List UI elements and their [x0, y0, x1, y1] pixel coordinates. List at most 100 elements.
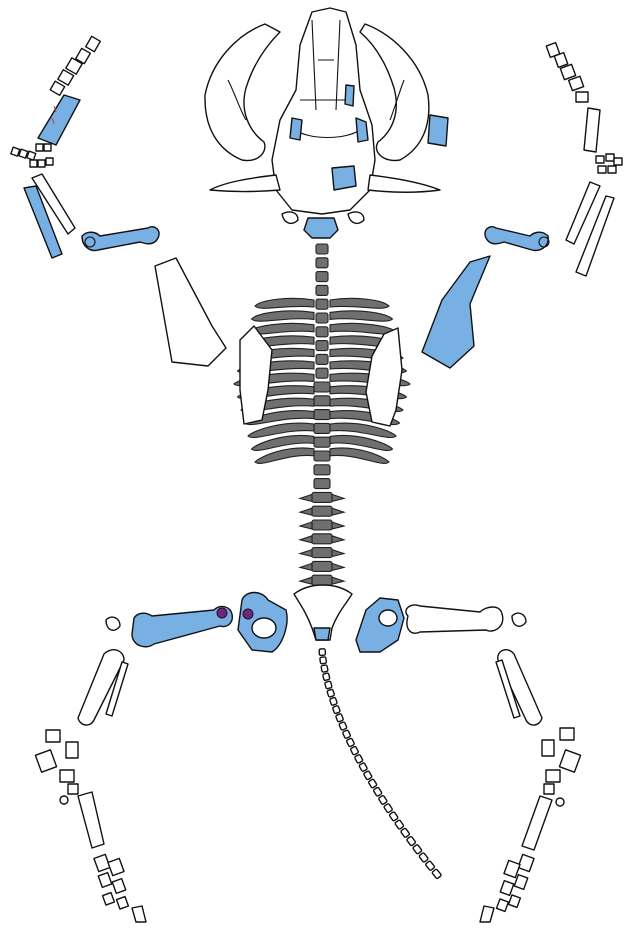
tail-vertebra [432, 869, 442, 879]
rib-left [255, 448, 314, 463]
tail-vertebra [359, 762, 368, 771]
zygomatic-right [368, 175, 440, 192]
tail-vertebra [406, 836, 416, 846]
tail-vertebra [384, 803, 393, 813]
tail-vertebra [323, 673, 330, 681]
vertebra [316, 258, 328, 268]
tail-vertebra [339, 722, 347, 731]
right-radius [584, 108, 600, 152]
vertebra [312, 548, 332, 558]
rib-right [330, 311, 393, 321]
right-metatarsal [522, 796, 552, 850]
right-humerus [485, 227, 548, 251]
vertebra [316, 244, 328, 254]
transverse-process [332, 522, 344, 529]
tail-vertebra [395, 820, 404, 830]
vertebra [312, 575, 332, 585]
vertebra [314, 465, 330, 475]
transverse-process [300, 577, 312, 584]
rib-right [330, 298, 389, 308]
left-metatarsal [78, 792, 104, 848]
transverse-process [332, 508, 344, 515]
right-forelimb [422, 43, 622, 368]
rib-left [255, 298, 314, 308]
right-carpals [596, 154, 622, 173]
transverse-process [332, 536, 344, 543]
vertebra [316, 313, 328, 323]
vertebra [314, 437, 330, 447]
transverse-process [300, 563, 312, 570]
skull-fragment-mid [356, 118, 368, 142]
left-scapula [155, 258, 226, 366]
zygomatic-left [210, 175, 280, 192]
tail-vertebra [346, 738, 354, 747]
left-radius [38, 95, 80, 145]
vertebra [314, 479, 330, 489]
left-patella [106, 617, 120, 630]
tail-vertebra [350, 746, 359, 755]
tail-vertebra [425, 861, 435, 871]
vertebra [314, 396, 330, 406]
transverse-process [300, 550, 312, 557]
transverse-process [332, 563, 344, 570]
vertebra [312, 561, 332, 571]
skull-fragment-upper [345, 85, 354, 106]
left-pelvis-group [132, 326, 287, 652]
vertebra [316, 327, 328, 337]
cranium [272, 8, 375, 214]
hyoid-right [348, 212, 364, 223]
right-hindlimb [480, 650, 581, 922]
vertebra [316, 299, 328, 309]
tail-vertebra [342, 730, 350, 739]
vertebra [316, 341, 328, 351]
atlas [304, 218, 338, 238]
tail-vertebra [321, 665, 328, 673]
left-pes [94, 854, 146, 922]
vertebra [312, 534, 332, 544]
left-mandible [205, 24, 280, 161]
tail-vertebra [335, 714, 343, 723]
transverse-process [300, 536, 312, 543]
left-acetabulum-mark [243, 609, 253, 619]
tail-vertebra [327, 689, 335, 697]
tail-vertebra [413, 844, 423, 854]
vertebra [316, 368, 328, 378]
vertebra [314, 382, 330, 392]
tail [319, 649, 442, 879]
tail-vertebra [363, 771, 372, 780]
tail-vertebra [325, 681, 333, 689]
left-femur-head-mark [217, 608, 227, 618]
right-pelvis [356, 598, 404, 652]
vertebra [316, 285, 328, 295]
transverse-process [332, 550, 344, 557]
tail-vertebra [320, 657, 327, 664]
right-pelvis-group [356, 328, 526, 652]
left-manus [50, 36, 100, 95]
vertebra [314, 451, 330, 461]
tail-vertebra [354, 754, 363, 763]
tail-vertebra [332, 705, 340, 714]
tail-vertebra [389, 812, 398, 822]
transverse-process [332, 577, 344, 584]
vertebra [316, 354, 328, 364]
transverse-process [300, 522, 312, 529]
transverse-process [300, 508, 312, 515]
vertebra [314, 423, 330, 433]
rib-right [330, 448, 389, 463]
transverse-process [300, 494, 312, 501]
skull-fragment-lower [332, 166, 356, 190]
tail-vertebra [373, 787, 382, 797]
tail-vertebra [330, 697, 338, 705]
rib-left [252, 311, 315, 321]
left-hindlimb [35, 617, 146, 922]
left-carpals [11, 144, 53, 167]
right-mandible-fragment [428, 115, 448, 146]
vertebra [312, 506, 332, 516]
right-patella [512, 613, 526, 626]
tail-vertebra [400, 828, 409, 838]
right-manus [546, 43, 588, 102]
left-tarsals [35, 730, 78, 804]
tail-vertebra [378, 795, 387, 805]
